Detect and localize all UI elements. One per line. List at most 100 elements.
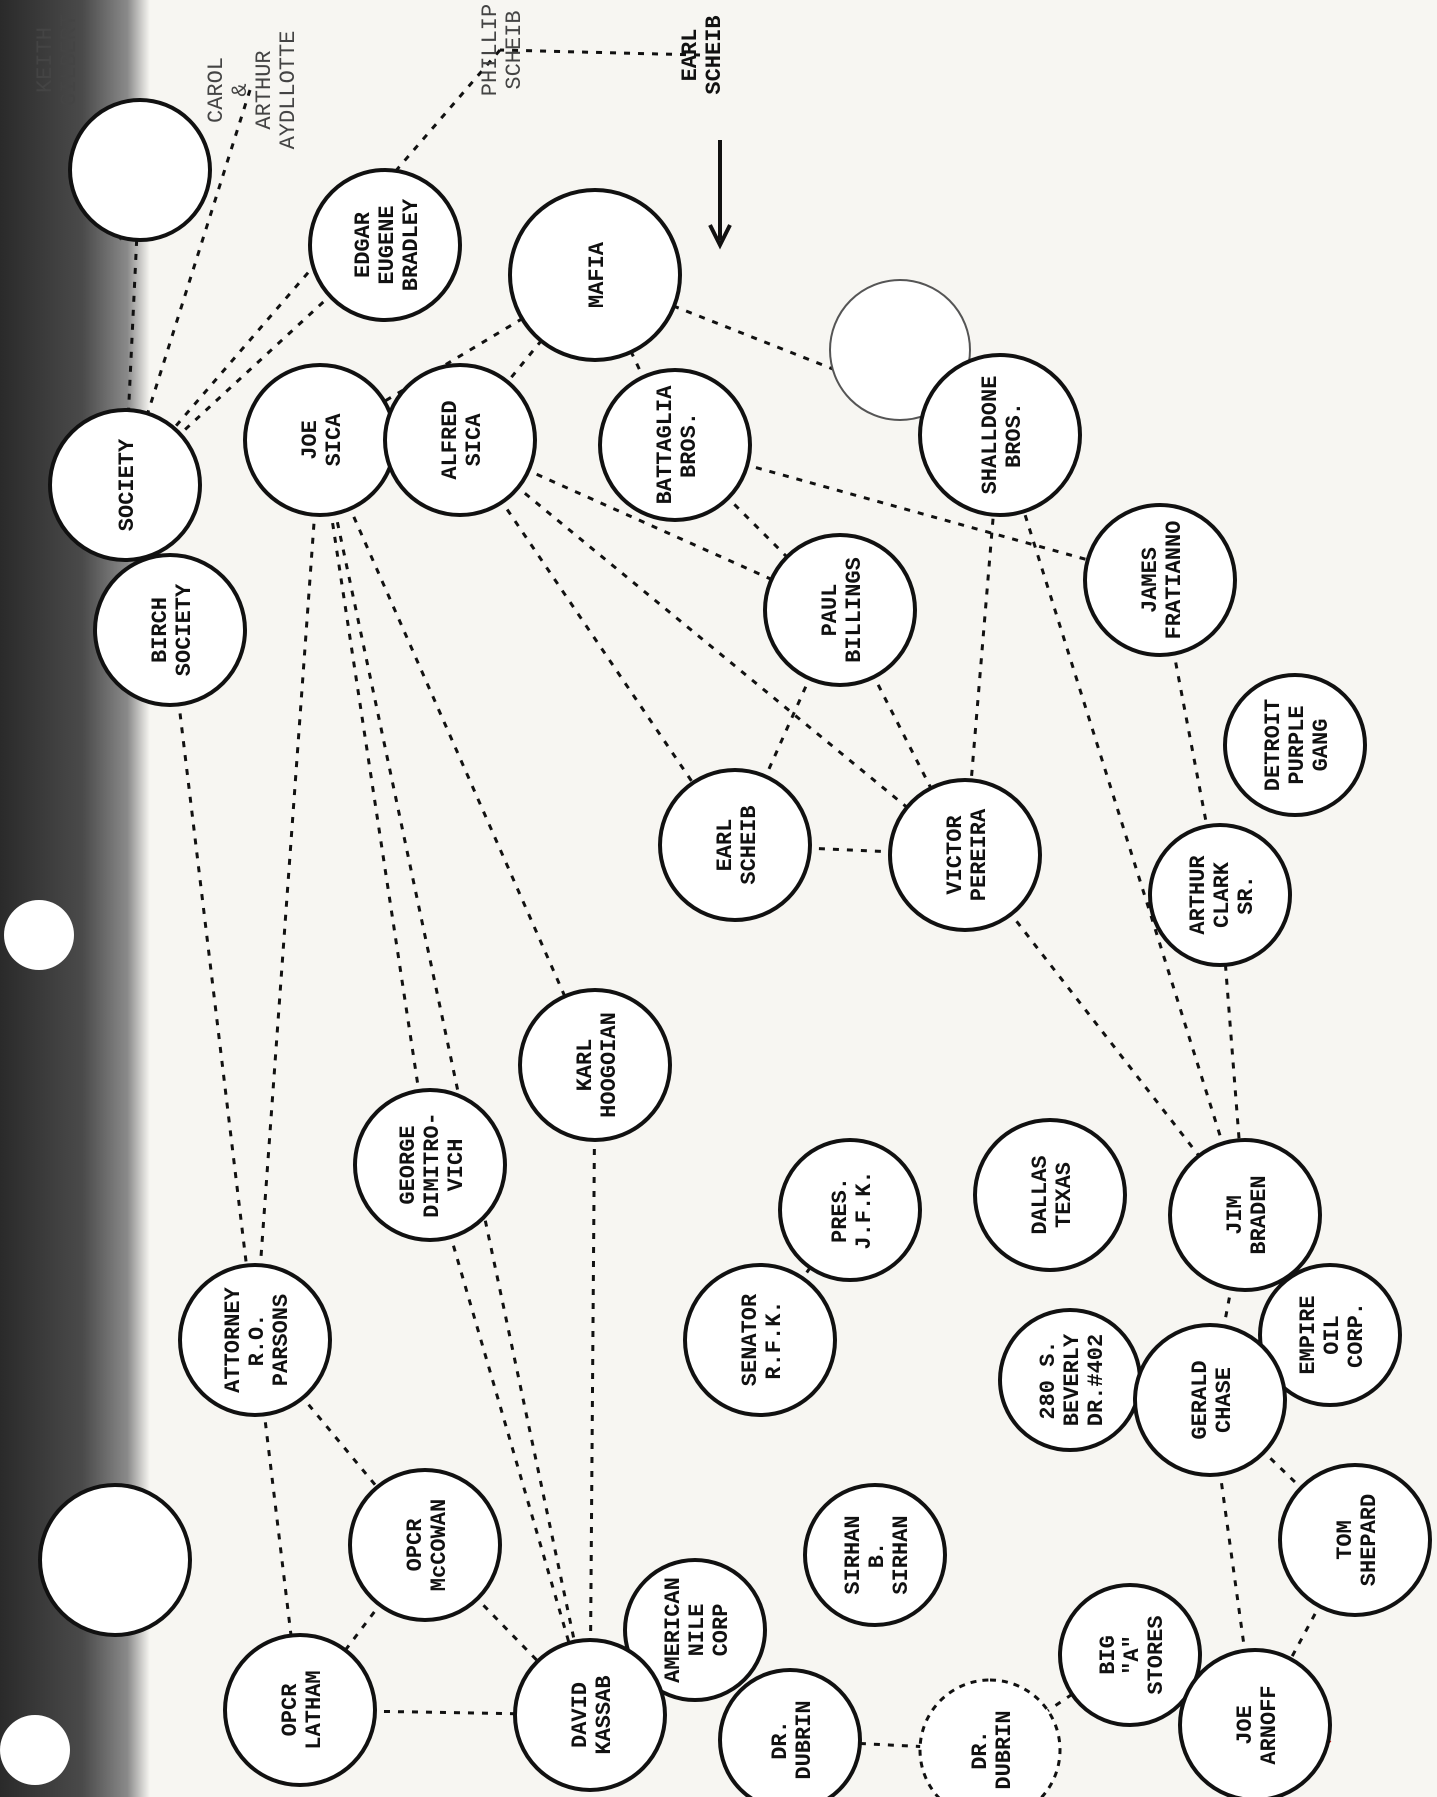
node-label-line: BATTAGLIA bbox=[653, 385, 678, 505]
node-circle bbox=[718, 1668, 862, 1797]
node-label-line: EARL bbox=[713, 819, 738, 872]
node-circle bbox=[973, 1118, 1127, 1272]
node-circle bbox=[223, 1633, 377, 1787]
node-label-line: EMPIRE bbox=[1296, 1295, 1321, 1374]
node-label-line: STORES bbox=[1144, 1615, 1169, 1694]
node-label-line: BIRCH bbox=[148, 597, 173, 663]
node-label-line: SIRHAN bbox=[841, 1515, 866, 1594]
node-label-line: BILLINGS bbox=[842, 557, 867, 663]
node-label-line: BROS. bbox=[677, 412, 702, 478]
node-label-line: SR. bbox=[1234, 875, 1259, 915]
node-label-line: DAVID bbox=[568, 1682, 593, 1748]
node-label-line: KASSAB bbox=[592, 1675, 617, 1754]
edge-phillip-society bbox=[123, 49, 502, 486]
node-label-line: DIMITRO- bbox=[420, 1112, 445, 1218]
node-label-line: DUBRIN bbox=[992, 1710, 1017, 1789]
node-label-line: SHEPARD bbox=[1357, 1494, 1382, 1586]
node-circle bbox=[308, 168, 462, 322]
node-label-line: CHASE bbox=[1212, 1367, 1237, 1433]
node-label-line: VICH bbox=[444, 1139, 469, 1192]
node-circle bbox=[658, 768, 812, 922]
node-circle bbox=[598, 368, 752, 522]
node-label-line: ARTHUR bbox=[1186, 855, 1211, 935]
node-label-line: PAUL bbox=[818, 584, 843, 637]
edge-george-david bbox=[428, 1164, 592, 1716]
node-label-line: TEXAS bbox=[1052, 1162, 1077, 1228]
node-label-line: EUGENE bbox=[375, 205, 400, 284]
node-label-line: SIRHAN bbox=[889, 1515, 914, 1594]
node-mafia: MAFIA bbox=[508, 188, 682, 362]
node-label-line: NILE bbox=[685, 1604, 710, 1657]
node-label-line: BROS. bbox=[1002, 402, 1027, 468]
node-label-line: GANG bbox=[1309, 719, 1334, 772]
node-label-line: CLARK bbox=[1210, 861, 1235, 928]
node-label-line: KEITH bbox=[33, 27, 58, 93]
node-label-line: GEORGE bbox=[396, 1125, 421, 1204]
node-circle bbox=[383, 363, 537, 517]
node-circle bbox=[1258, 1263, 1402, 1407]
node-circle bbox=[1178, 1648, 1332, 1797]
node-label-line: SICA bbox=[462, 413, 487, 467]
node-circle bbox=[778, 1138, 922, 1282]
node-circle bbox=[1133, 1323, 1287, 1477]
node-label-line: EARL bbox=[678, 29, 703, 82]
node-circle bbox=[683, 1263, 837, 1417]
node-label-line: EDGAR bbox=[351, 211, 376, 278]
node-label-line: GILBERT bbox=[57, 14, 82, 106]
edge-alfred-earl_mid bbox=[458, 439, 737, 846]
node-label-line: AYDLLOTTE bbox=[276, 31, 301, 150]
node-label-line: KARL bbox=[573, 1039, 598, 1092]
punch-hole bbox=[4, 900, 74, 970]
node-label-line: & bbox=[228, 83, 253, 96]
edge-earl_top-phillip bbox=[499, 48, 701, 57]
node-label-line: ARNOFF bbox=[1257, 1685, 1282, 1764]
node-label-line: BEVERLY bbox=[1060, 1333, 1085, 1426]
node-circle bbox=[1083, 503, 1237, 657]
node-circle bbox=[178, 1263, 332, 1417]
edge-joe_sica-george bbox=[318, 439, 432, 1166]
node-circle bbox=[353, 1088, 507, 1242]
node-label-line: ATTORNEY bbox=[221, 1286, 246, 1392]
node-label-line: PARSONS bbox=[269, 1294, 294, 1386]
node-label-line: JAMES bbox=[1138, 547, 1163, 613]
node-pres: PRES.J.F.K. bbox=[778, 1138, 922, 1282]
node-label-line: "A" bbox=[1120, 1635, 1145, 1675]
node-label-line: J.F.K. bbox=[852, 1170, 877, 1249]
edge-earl_mid-victor bbox=[734, 843, 966, 857]
node-label-line: SHALLDONE bbox=[978, 376, 1003, 495]
node-label-line: PHILLIP bbox=[478, 4, 503, 96]
node-label-line: DETROIT bbox=[1261, 699, 1286, 791]
node-label-line: AMERICAN bbox=[661, 1577, 686, 1683]
edge-shalldone-jim bbox=[998, 434, 1247, 1216]
edge-alfred-victor bbox=[459, 438, 966, 857]
blank-node bbox=[829, 279, 971, 421]
node-circle bbox=[1168, 1138, 1322, 1292]
node-label-line: PURPLE bbox=[1285, 705, 1310, 784]
node-label-line: SCHEIB bbox=[702, 15, 727, 94]
node-label-line: SOCIETY bbox=[172, 583, 197, 676]
node-label-line: SOCIETY bbox=[115, 438, 140, 531]
node-label-line: B. bbox=[865, 1542, 890, 1568]
node-circle bbox=[508, 188, 682, 362]
node-circle bbox=[1148, 823, 1292, 967]
node-label-line: BRADEN bbox=[1247, 1175, 1272, 1254]
